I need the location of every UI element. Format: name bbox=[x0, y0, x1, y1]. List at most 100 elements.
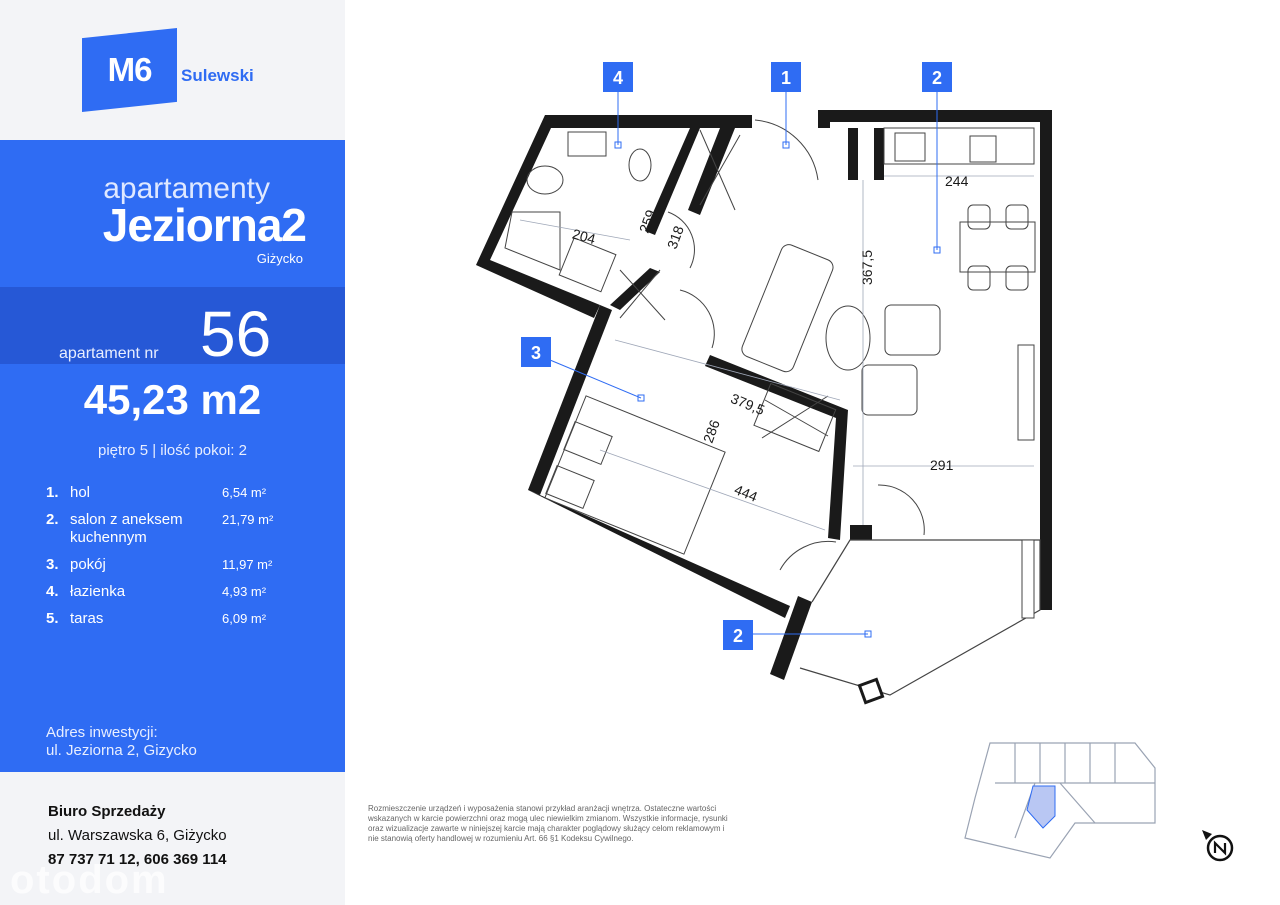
sofa bbox=[741, 244, 834, 373]
project-city: Giżycko bbox=[256, 251, 303, 266]
room-list: 1. hol 6,54 m² 2. salon z aneksem kuchen… bbox=[46, 484, 306, 637]
chair bbox=[1005, 265, 1029, 291]
room-tag-label: 3 bbox=[531, 343, 541, 363]
tv-unit bbox=[1017, 344, 1035, 441]
pillow bbox=[563, 420, 613, 466]
room-door bbox=[679, 289, 715, 349]
dimension-line bbox=[614, 339, 841, 401]
room-name: pokój bbox=[70, 556, 106, 573]
disclaimer-text: Rozmieszczenie urządzeń i wyposażenia st… bbox=[368, 804, 728, 843]
chair bbox=[967, 265, 991, 291]
floor-info: piętro 5 | ilość pokoi: 2 bbox=[98, 442, 247, 459]
kitchen-counter bbox=[883, 127, 1035, 165]
sink bbox=[526, 165, 564, 195]
logo-area: M6 Sulewski bbox=[0, 0, 345, 140]
room-tag-label: 2 bbox=[932, 68, 942, 88]
room-tag-terrace bbox=[723, 620, 753, 650]
project-title: Jeziorna2 bbox=[102, 199, 307, 251]
room-name: łazienka bbox=[70, 583, 126, 600]
dimension-label: 286 bbox=[700, 417, 723, 445]
shaft-cross bbox=[699, 129, 741, 211]
shower bbox=[504, 211, 561, 271]
room-area: 4,93 m² bbox=[222, 584, 267, 599]
chair bbox=[1005, 204, 1029, 230]
room-number: 1. bbox=[46, 484, 59, 501]
room-row: 2. salon z aneksem kuchennym 21,79 m² bbox=[46, 511, 306, 547]
hall-wall bbox=[610, 268, 660, 310]
room-tag-living bbox=[922, 62, 952, 92]
room-number: 2. bbox=[46, 511, 59, 528]
tag-anchor bbox=[864, 630, 872, 638]
address-label: Adres inwestycji: bbox=[46, 724, 158, 741]
room-area: 11,97 m² bbox=[222, 557, 273, 572]
apartment-number: 56 bbox=[200, 298, 272, 370]
shaft-cross bbox=[761, 395, 829, 439]
room-name: hol bbox=[70, 484, 91, 501]
kitchen-sink bbox=[969, 135, 997, 163]
shaft-cross bbox=[619, 269, 666, 321]
building-key-plan bbox=[964, 742, 1156, 859]
entrance-door bbox=[754, 119, 819, 181]
office-street: ul. Warszawska 6, Giżycko bbox=[48, 827, 227, 844]
apartment-label: apartament nr bbox=[59, 345, 159, 362]
bathtub bbox=[558, 237, 617, 293]
room-tag-label: 1 bbox=[781, 68, 791, 88]
pillow bbox=[545, 464, 595, 510]
project-subtitle: apartamenty bbox=[103, 172, 270, 205]
coffee-table bbox=[825, 305, 871, 371]
living-east-wall bbox=[1040, 110, 1052, 610]
room-area: 6,54 m² bbox=[222, 485, 267, 500]
office-title: Biuro Sprzedaży bbox=[48, 803, 166, 820]
key-plan-outline bbox=[964, 742, 1156, 859]
bathroom-door bbox=[667, 211, 695, 269]
brand-name: Sulewski bbox=[181, 66, 254, 85]
office-phones: 87 737 71 12, 606 369 114 bbox=[48, 851, 227, 868]
apartment-info-panel: apartamenty Jeziorna2 Giżycko apartament… bbox=[0, 140, 345, 772]
info-sidebar: M6 Sulewski apartamenty Jeziorna2 Giżyck… bbox=[0, 0, 345, 905]
dimension-label: 444 bbox=[732, 481, 760, 505]
room-west-wall bbox=[528, 305, 612, 495]
key-plan-grid bbox=[995, 743, 1155, 839]
dimension-label: 291 bbox=[930, 457, 954, 473]
tag-leader bbox=[549, 359, 642, 399]
dimension-label: 204 bbox=[571, 226, 598, 248]
terrace-rail bbox=[1021, 539, 1035, 619]
tag-anchor bbox=[614, 141, 622, 149]
bathroom-wall bbox=[476, 115, 752, 318]
cooktop bbox=[894, 132, 926, 162]
dimension-label: 244 bbox=[945, 173, 969, 189]
tag-anchor bbox=[637, 394, 645, 402]
room-row: 1. hol 6,54 m² bbox=[46, 484, 306, 502]
kitchen-column bbox=[874, 128, 884, 180]
room-area: 21,79 m² bbox=[222, 512, 274, 527]
m6-logo: M6 bbox=[82, 28, 177, 112]
partition-wall bbox=[705, 355, 848, 540]
room-tag-label: 4 bbox=[613, 68, 623, 88]
room-name: salon z aneksem kuchennym bbox=[70, 511, 183, 546]
room-terrace-door bbox=[779, 540, 837, 571]
wardrobe bbox=[567, 131, 607, 157]
tag-anchor bbox=[782, 141, 790, 149]
room-tag-bathroom bbox=[603, 62, 633, 92]
otodom-watermark: otodom bbox=[10, 858, 169, 902]
room-corner-wall bbox=[770, 596, 812, 680]
room-row: 4. łazienka 4,93 m² bbox=[46, 583, 306, 601]
tag-anchor bbox=[933, 246, 941, 254]
room-south-wall bbox=[528, 490, 790, 618]
terrace-post bbox=[857, 677, 885, 705]
shaft-wall bbox=[688, 128, 735, 215]
apartment-area: 45,23 m2 bbox=[83, 376, 262, 423]
room-row: 3. pokój 11,97 m² bbox=[46, 556, 306, 574]
sales-office: Biuro Sprzedaży ul. Warszawska 6, Giżyck… bbox=[48, 800, 227, 872]
room-number: 5. bbox=[46, 610, 59, 627]
living-north-wall bbox=[818, 110, 1052, 128]
room-tag-room bbox=[521, 337, 551, 367]
room-tag-hall bbox=[771, 62, 801, 92]
floor-plan: 244 204 259 318 367,5 379,5 286 291 444 … bbox=[476, 62, 1052, 705]
dimension-label: 318 bbox=[664, 223, 687, 251]
dimension-label: 379,5 bbox=[728, 390, 767, 418]
bed bbox=[544, 395, 726, 555]
armchair bbox=[861, 364, 918, 416]
room-number: 4. bbox=[46, 583, 59, 600]
terrace-outline bbox=[799, 539, 1041, 696]
